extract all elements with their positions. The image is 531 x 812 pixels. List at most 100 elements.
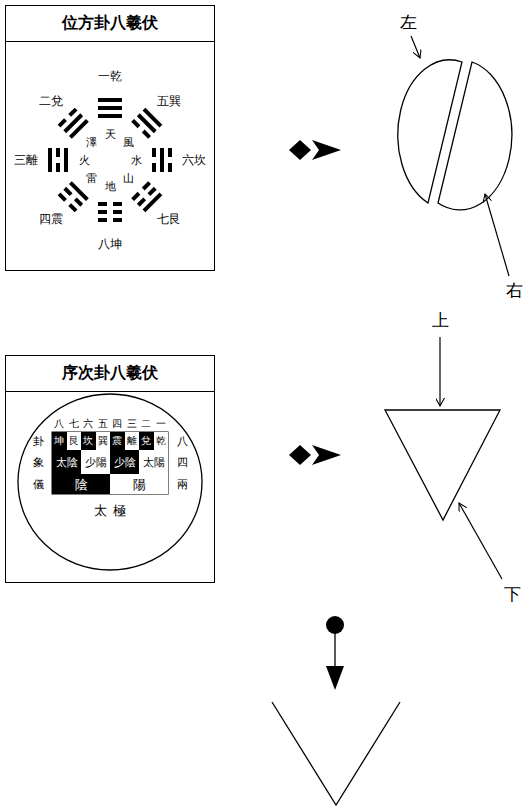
arrow-head (326, 666, 344, 690)
arrow-shaft (334, 630, 335, 668)
four-image-cell: 太陽 (143, 457, 165, 468)
trigram-image: 雷 (86, 173, 97, 184)
number-cell: 五 (98, 419, 108, 429)
trigram-cell: 乾 (156, 436, 166, 446)
diamond-bullet (289, 140, 311, 160)
direction-label: 左 (400, 14, 417, 31)
trigram-name-holder: 四震 (39, 213, 63, 225)
trigram-image: 地 (105, 181, 116, 192)
two-mode-cell-holder: 陽 (110, 474, 168, 494)
trigram-cell: 離 (127, 436, 137, 446)
taiji-label-holder: 太極 (94, 504, 126, 517)
trigram-name: 八坤 (98, 238, 122, 250)
trigram-cell: 兌 (141, 436, 151, 446)
trigram-name-holder: 八坤 (98, 238, 122, 250)
number-cell-holder: 六 (83, 419, 93, 429)
trigram-dui (59, 109, 87, 137)
trigram-cell-holder: 震 (110, 432, 125, 450)
direction-label: 下 (504, 586, 521, 603)
trigram-image: 山 (123, 173, 134, 184)
trigram-name: 三離 (14, 154, 38, 166)
four-image-cell: 太陰 (56, 457, 78, 468)
trigram-image-holder: 雷 (86, 173, 97, 184)
trigram-kan (154, 148, 170, 172)
direction-label: 上 (432, 312, 449, 329)
trigram-name: 六坎 (182, 154, 206, 166)
trigram-image-holder: 地 (105, 181, 116, 192)
trigram-image: 天 (105, 129, 116, 140)
four-image-cell-holder: 少陰 (110, 450, 139, 474)
v-shape (272, 702, 400, 805)
leader-arrow (411, 36, 420, 58)
trigram-name: 五巽 (157, 95, 181, 107)
direction-label-holder: 右 (506, 282, 523, 299)
trigram-name-holder: 三離 (14, 154, 38, 166)
sequence-circle (18, 394, 202, 570)
two-mode-cell-holder: 陰 (52, 474, 110, 494)
trigram-cell: 震 (112, 436, 122, 446)
trigram-zhen (59, 183, 87, 211)
number-cell-holder: 五 (98, 419, 108, 429)
row-label: 八 (177, 436, 188, 447)
trigram-cell-holder: 離 (125, 432, 140, 450)
inverted-triangle (385, 410, 500, 520)
number-cell: 八 (54, 419, 64, 429)
trigram-cell-holder: 巽 (96, 432, 111, 450)
trigram-qian (98, 100, 122, 116)
trigram-name: 一乾 (98, 70, 122, 82)
row-label: 卦 (33, 436, 44, 447)
trigram-cell-holder: 坎 (81, 432, 96, 450)
row-label-holder: 儀 (33, 479, 44, 490)
number-cell: 六 (83, 419, 93, 429)
direction-label: 右 (506, 282, 523, 299)
figure-title: 序次卦八羲伏 (6, 356, 214, 392)
trigram-name-holder: 七艮 (157, 213, 181, 225)
leader-arrow (459, 503, 502, 579)
oval-right-half (438, 62, 512, 210)
trigram-cell: 巽 (98, 436, 108, 446)
trigram-cell-holder: 坤 (52, 432, 67, 450)
direction-label-holder: 左 (400, 14, 417, 31)
row-label-holder: 八 (177, 436, 188, 447)
number-cell: 三 (127, 419, 137, 429)
number-cell: 四 (112, 419, 122, 429)
number-cell: 七 (69, 419, 79, 429)
figure-title: 位方卦八羲伏 (6, 6, 214, 42)
number-cell-holder: 三 (127, 419, 137, 429)
trigram-cell: 坎 (83, 436, 93, 446)
number-cell-holder: 七 (69, 419, 79, 429)
four-image-cell: 少陰 (114, 457, 136, 468)
four-image-cell-holder: 少陽 (81, 450, 110, 474)
number-cell-holder: 二 (141, 419, 151, 429)
two-mode-cell: 陽 (133, 478, 146, 491)
leader-arrow (439, 337, 440, 406)
four-image-cell-holder: 太陽 (139, 450, 168, 474)
row-label: 儀 (33, 479, 44, 490)
two-mode-cell: 陰 (75, 478, 88, 491)
row-label: 象 (33, 457, 44, 468)
trigram-li (50, 148, 66, 172)
trigram-image: 水 (131, 155, 142, 166)
trigram-kun (98, 204, 122, 220)
trigram-image: 風 (123, 136, 134, 147)
trigram-cell-holder: 乾 (154, 432, 169, 450)
trigram-name-holder: 六坎 (182, 154, 206, 166)
trigram-image: 火 (79, 155, 90, 166)
row-label: 兩 (177, 479, 188, 490)
trigram-image-holder: 水 (131, 155, 142, 166)
number-cell-holder: 八 (54, 419, 64, 429)
four-image-cell-holder: 太陰 (52, 450, 81, 474)
trigram-cell-holder: 艮 (67, 432, 82, 450)
trigram-name: 七艮 (157, 213, 181, 225)
trigram-cell: 艮 (69, 436, 79, 446)
trigram-image-holder: 風 (123, 136, 134, 147)
trigram-image-holder: 山 (123, 173, 134, 184)
trigram-name-holder: 五巽 (157, 95, 181, 107)
row-label-holder: 四 (177, 457, 188, 468)
trigram-image-holder: 火 (79, 155, 90, 166)
trigram-xun (133, 109, 161, 137)
trigram-image: 澤 (86, 136, 97, 147)
trigram-gen (133, 183, 161, 211)
